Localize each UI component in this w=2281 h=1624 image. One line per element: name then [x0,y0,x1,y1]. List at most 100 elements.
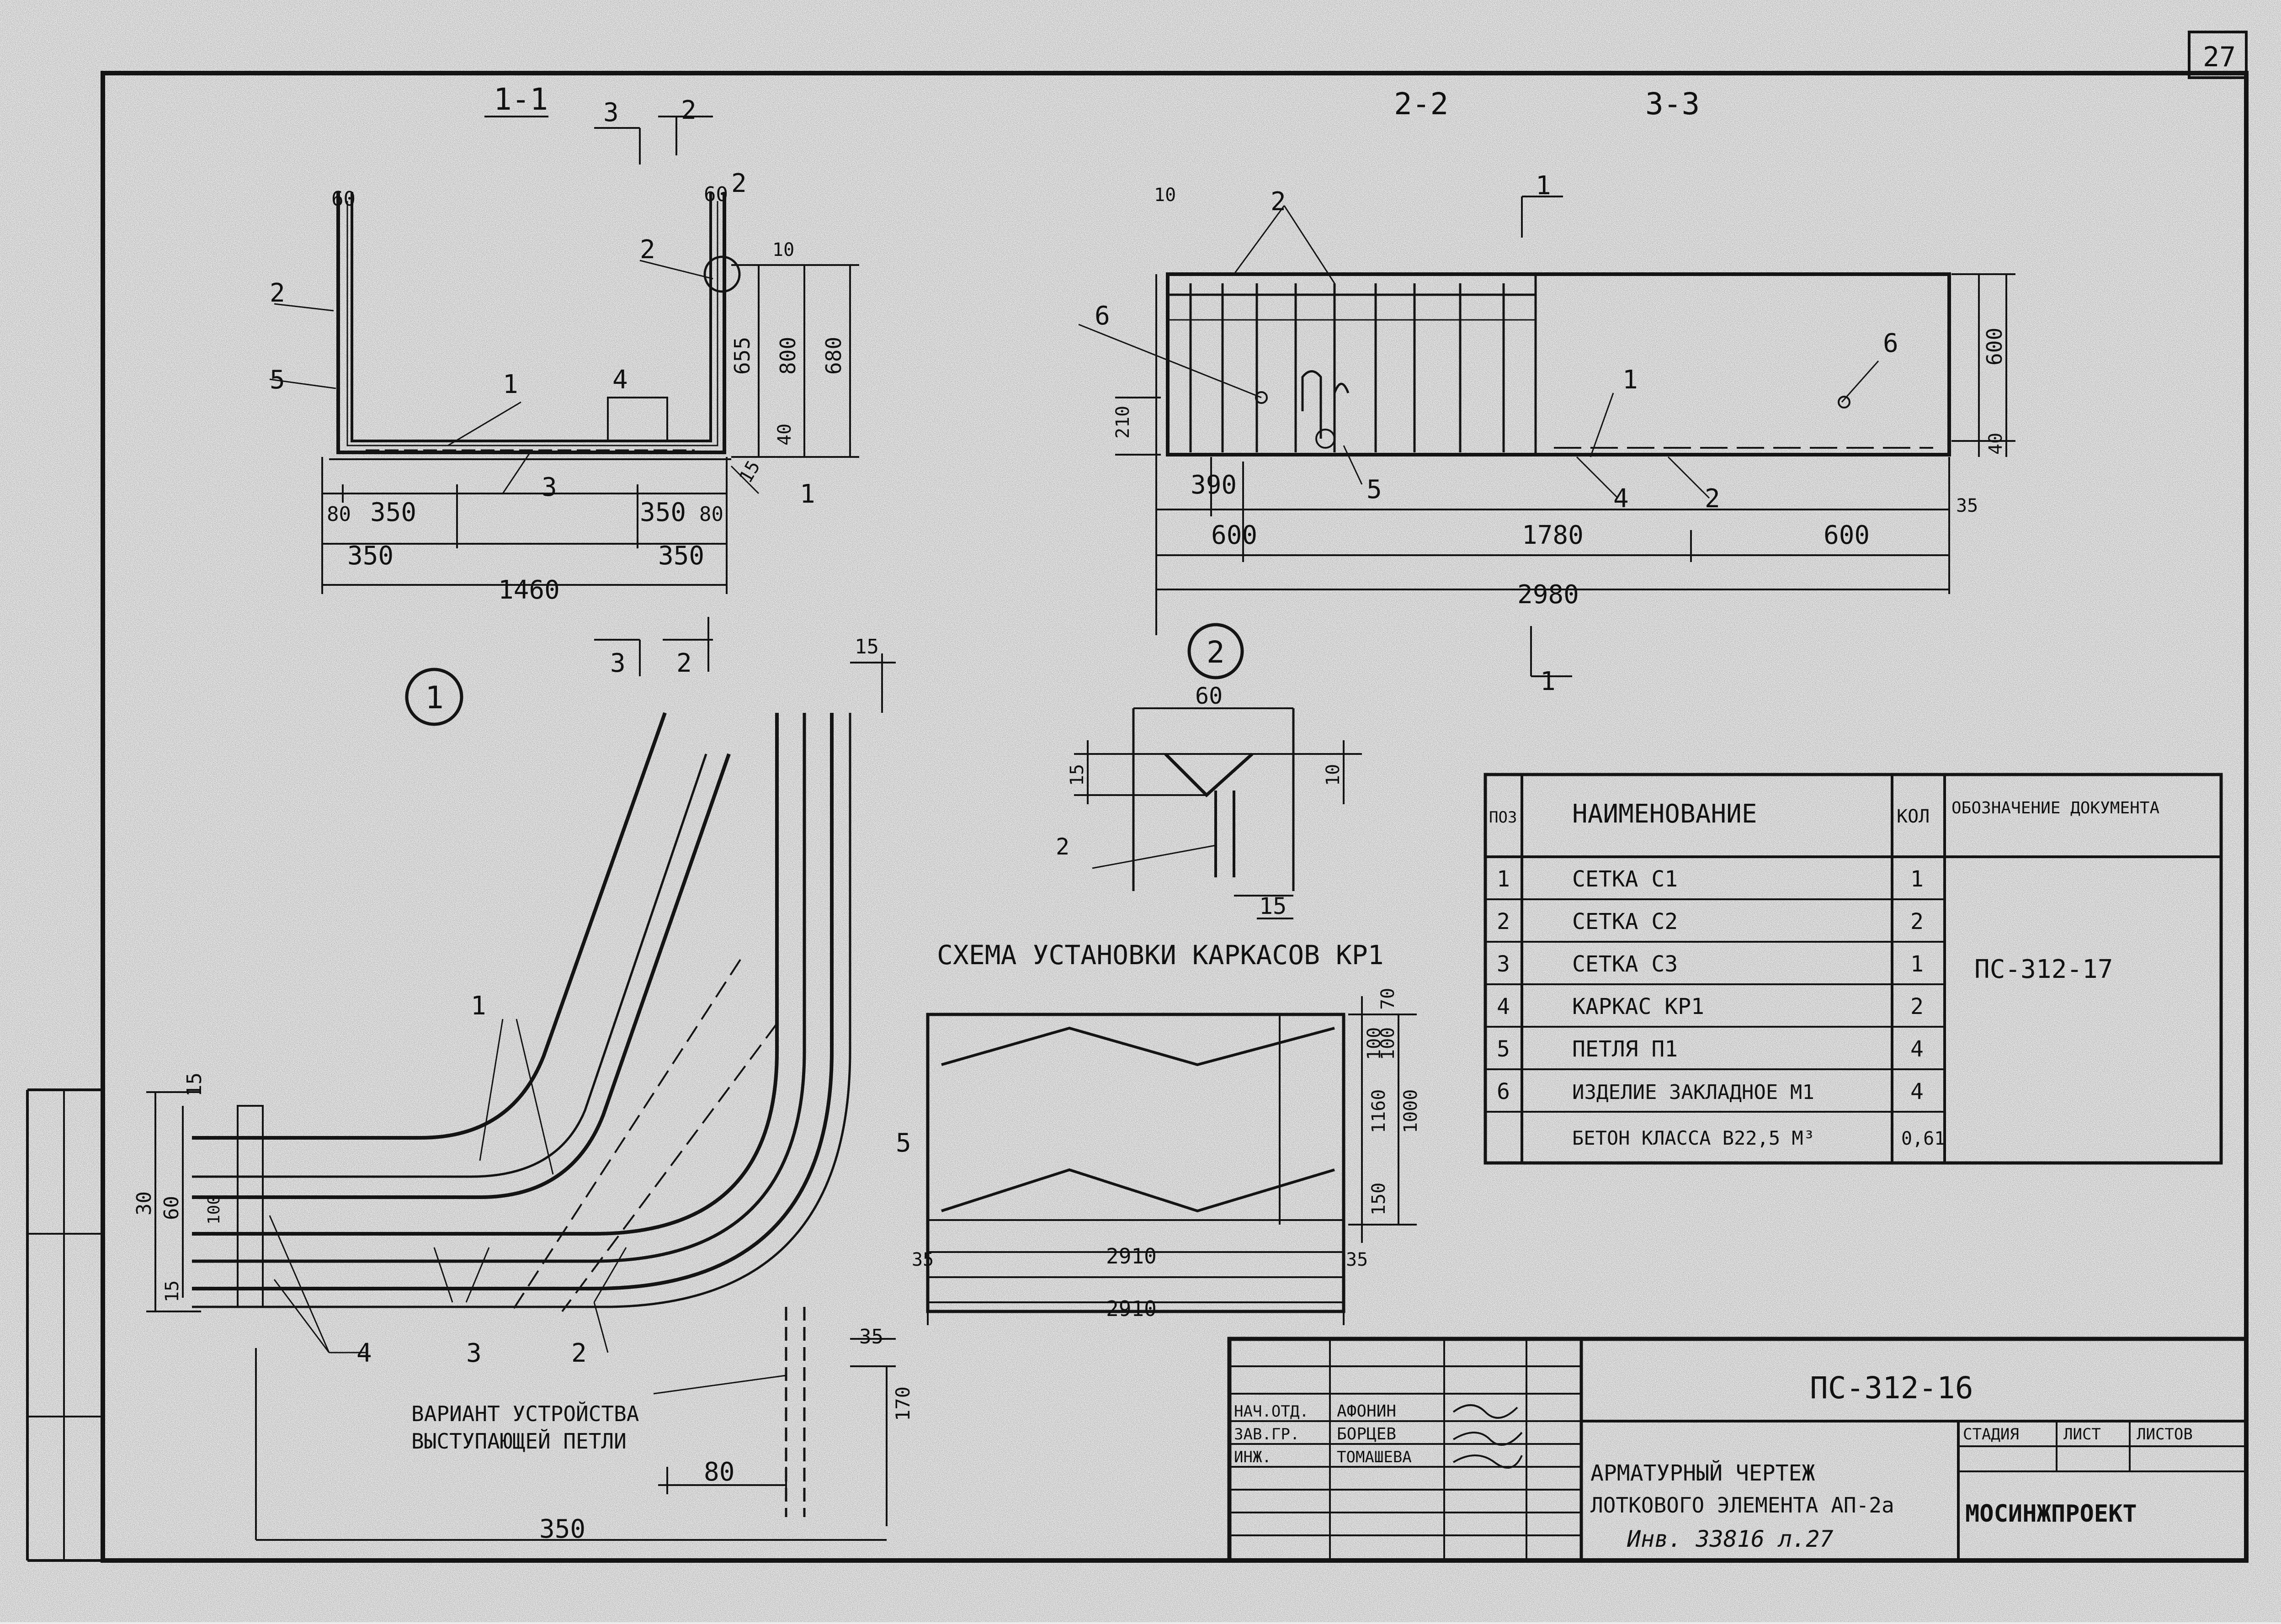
variant-label-line2: ВЫСТУПАЮЩЕЙ ПЕТЛИ [411,1429,627,1454]
dim-100-a: 100 [1377,1027,1398,1060]
dim-10-detail2: 10 [1323,764,1344,786]
dim-35-right-scheme: 35 [1346,1249,1368,1270]
pos-5-left: 5 [270,365,285,395]
dim-350: 350 [539,1514,585,1544]
pos-2-3-3: 2 [1705,484,1720,514]
dim-35: 35 [1956,495,1978,516]
row-3-name: СЕТКА С3 [1572,951,1678,977]
dim-150: 150 [1368,1183,1389,1215]
dim-35-right: 35 [859,1325,883,1348]
pos-4-3-3: 4 [1613,484,1629,514]
pos-5-2-2: 5 [1366,475,1382,504]
dim-1460: 1460 [498,575,560,605]
dim-70: 70 [1377,988,1398,1010]
section-2-2-title: 2-2 [1394,86,1448,122]
dim-600-height: 600 [1982,328,2007,366]
section-1-1-title: 1-1 [494,82,548,117]
dim-680: 680 [821,337,846,375]
dim-100-b: 100 [1364,1027,1385,1060]
row-1-pos: 1 [1497,866,1510,892]
row-2-qty: 2 [1910,909,1924,934]
cut-mark-3-bottom: 3 [610,648,626,678]
row-4-name: КАРКАС КР1 [1572,994,1704,1019]
cut-mark-2-bottom: 2 [676,648,692,678]
drawing-title-line2: ЛОТКОВОГО ЭЛЕМЕНТА АП-2а [1590,1493,1894,1518]
row-4-pos: 4 [1497,994,1510,1019]
detail-1-labels: 15 15 60 15 30 100 35 170 80 350 1 3 2 4… [133,635,914,1544]
spec-table [1483,773,2223,1165]
row-4-qty: 2 [1910,994,1924,1019]
dim-2910-a: 2910 [1106,1244,1157,1268]
organization: МОСИНЖПРОЕКТ [1965,1500,2137,1528]
pos-3-bottom: 3 [542,472,557,502]
dim-350-lower-right: 350 [658,541,704,571]
row-1-name: СЕТКА С1 [1572,866,1678,892]
row-6-name: ИЗДЕЛИЕ ЗАКЛАДНОЕ М1 [1572,1081,1814,1104]
node-ref-1: 1 [425,680,444,716]
row-7-name: БЕТОН КЛАССА В22,5 М³ [1572,1127,1815,1149]
section-2-2 [1078,196,2015,677]
pos-1-3-3: 1 [1622,365,1638,395]
dim-170: 170 [892,1386,914,1421]
section-3-3-title: 3-3 [1645,86,1700,122]
header-qty: КОЛ [1897,806,1930,827]
dim-10: 10 [772,239,794,260]
dim-60-top: 60 [1195,683,1223,709]
section-1-1 [269,116,859,676]
pos-2-right-top: 2 [731,169,747,198]
pos-2-detail2: 2 [1056,833,1069,860]
section-2-2-labels: 2-2 3-3 1 1 10 210 390 600 2 6 5 600 40 … [1095,86,2007,696]
cut-mark-2-top: 2 [681,96,697,125]
row-7-qty: 0,61 [1901,1128,1945,1149]
node-ref-2: 2 [1207,635,1225,670]
pos-2-left: 2 [270,278,285,308]
row-3-qty: 1 [1910,951,1924,977]
frame-scheme [926,996,1417,1325]
dim-2910-b: 2910 [1106,1296,1157,1321]
signer-1-role: НАЧ.ОТД. [1234,1402,1309,1421]
dim-1160: 1160 [1368,1089,1389,1133]
archive-note: Инв. 33816 л.27 [1627,1526,1834,1552]
dim-30: 30 [133,1191,156,1215]
row-6-pos: 6 [1497,1079,1510,1104]
row-5-qty: 4 [1910,1036,1924,1062]
dim-10-2-2: 10 [1154,185,1176,206]
sheets-header: ЛИСТОВ [2137,1425,2193,1444]
pos-2-2-2: 2 [1271,187,1286,217]
dim-15-left-top: 15 [183,1072,206,1097]
title-block-text: ПС-312-16 НАЧ.ОТД. АФОНИН ЗАВ.ГР. БОРЦЕВ… [1234,1370,2193,1552]
cut-mark-3-top: 3 [603,98,619,127]
frame-scheme-title: СХЕМА УСТАНОВКИ КАРКАСОВ КР1 [937,939,1384,971]
dim-40-3-3: 40 [1985,433,2006,455]
cut-mark-1-bottom: 1 [1540,667,1556,696]
dim-1780: 1780 [1522,520,1584,550]
pos-6-3-3: 6 [1883,329,1898,358]
dim-390: 390 [1191,470,1237,500]
dim-15-left-bottom: 15 [162,1280,183,1302]
dim-350-lower-left: 350 [347,541,393,571]
pos-6-2-2: 6 [1095,301,1110,331]
drawing-frame [26,31,2249,1563]
header-pos: ПОЗ. [1489,808,1526,827]
row-5-pos: 5 [1497,1036,1510,1062]
pos-2-detail: 2 [571,1338,587,1368]
signer-3-role: ИНЖ. [1234,1448,1271,1466]
doc-ref: ПС-312-17 [1974,955,2113,984]
sheet-header: ЛИСТ [2063,1425,2101,1444]
pos-5-detail: 5 [896,1128,911,1158]
row-5-name: ПЕТЛЯ П1 [1572,1036,1678,1062]
cut-mark-1-top: 1 [1536,171,1551,201]
pos-1-right: 1 [800,479,815,509]
pos-2-right: 2 [640,235,655,265]
dim-600-right: 600 [1824,520,1870,550]
pos-3-detail: 3 [466,1338,482,1368]
spec-table-text: ПОЗ. НАИМЕНОВАНИЕ КОЛ ОБОЗНАЧЕНИЕ ДОКУМЕ… [1489,799,2159,1149]
pos-1-detail: 1 [471,991,486,1021]
pos-4-mid: 4 [612,365,628,395]
dim-80-right: 80 [699,503,723,526]
dim-655: 655 [730,337,755,375]
pos-1-mid: 1 [503,370,518,399]
dim-100: 100 [205,1195,223,1225]
signer-2-name: БОРЦЕВ [1337,1425,1396,1444]
